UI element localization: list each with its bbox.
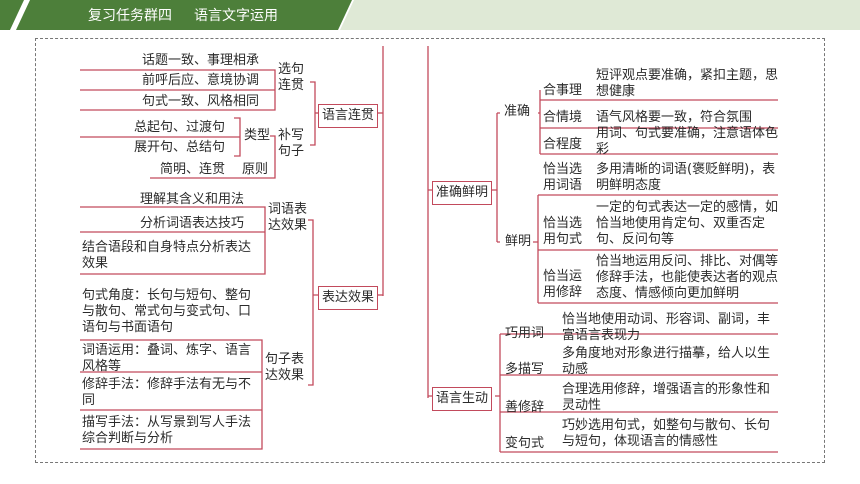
xianming-desc: 一定的句式表达一定的感情，如恰当地使用肯定句、双重否定句、反问句等 — [596, 200, 779, 247]
node-juzi-biaoda: 句子表 达效果 — [265, 352, 305, 383]
xianming-key: 恰当选用句式 — [543, 216, 583, 247]
zhunque-key: 合事理 — [543, 83, 583, 98]
node-leixing: 类型 — [244, 128, 271, 143]
shengdong-key: 善修辞 — [505, 400, 545, 415]
shengdong-desc: 巧妙选用句式，如整句与散句、长句与短句，体现语言的情感性 — [562, 418, 771, 449]
header-part1: 复习任务群四 — [88, 8, 172, 24]
node-xianming: 鲜明 — [505, 234, 532, 249]
header-banner — [0, 0, 860, 30]
xianming-desc: 恰当地运用反问、排比、对偶等修辞手法，也能使表达者的观点态度、情感倾向更加鲜明 — [596, 254, 779, 301]
juzi-item: 句式角度：长句与短句、整句与散句、常式句与变式句、口语句与书面语句 — [82, 288, 252, 335]
shengdong-desc: 合理选用修辞，增强语言的形象性和灵动性 — [562, 382, 771, 413]
zhunque-key: 合情境 — [543, 110, 583, 125]
node-biaoda-xiaoguo: 表达效果 — [318, 286, 379, 310]
xuanju-item: 句式一致、风格相同 — [142, 94, 260, 109]
leixing-item: 展开句、总结句 — [134, 140, 226, 155]
ciyu-item: 结合语段和自身特点分析表达效果 — [82, 240, 252, 271]
zhunque-desc: 语气风格要一致，符合氛围 — [596, 110, 753, 125]
node-yuanze: 原则 — [242, 162, 269, 177]
xianming-key: 恰当运用修辞 — [543, 269, 583, 300]
xuanju-item: 话题一致、事理相承 — [142, 53, 260, 68]
shengdong-key: 变句式 — [505, 436, 545, 451]
mindmap-frame — [35, 38, 825, 463]
ciyu-item: 分析词语表达技巧 — [140, 216, 245, 231]
juzi-item: 修辞手法：修辞手法有无与不同 — [82, 377, 252, 408]
xianming-key: 恰当选用词语 — [543, 162, 583, 193]
node-yuyan-lianguan: 语言连贯 — [318, 104, 379, 128]
xianming-desc: 多用清晰的词语(褒贬鲜明)，表明鲜明态度 — [596, 162, 776, 193]
zhunque-desc: 短评观点要准确，紧扣主题，思想健康 — [596, 68, 779, 99]
juzi-item: 描写手法：从写景到写人手法综合判断与分析 — [82, 415, 252, 446]
node-buxie-juzi: 补写 句子 — [278, 128, 305, 159]
juzi-item: 词语运用：叠词、炼字、语言风格等 — [82, 343, 252, 374]
shengdong-key: 巧用词 — [505, 326, 545, 341]
node-zhunque-xianming: 准确鲜明 — [432, 181, 493, 205]
header-part2: 语言文字运用 — [194, 8, 278, 24]
node-yuyan-shengdong: 语言生动 — [432, 387, 493, 411]
zhunque-key: 合程度 — [543, 137, 583, 152]
yuanze-item: 简明、连贯 — [160, 162, 226, 177]
xuanju-item: 前呼后应、意境协调 — [142, 73, 260, 88]
zhunque-desc: 用词、句式要准确，注意语体色彩 — [596, 126, 779, 157]
node-ciyu-biaoda: 词语表 达效果 — [268, 202, 308, 233]
ciyu-item: 理解其含义和用法 — [140, 192, 245, 207]
shengdong-key: 多描写 — [505, 362, 545, 377]
leixing-item: 总起句、过渡句 — [134, 120, 226, 135]
node-zhunque: 准确 — [504, 104, 531, 119]
node-xuanju-lianguan: 选句 连贯 — [278, 62, 305, 93]
shengdong-desc: 恰当地使用动词、形容词、副词，丰富语言表现力 — [562, 312, 771, 343]
shengdong-desc: 多角度地对形象进行描摹，给人以生动感 — [562, 346, 771, 377]
